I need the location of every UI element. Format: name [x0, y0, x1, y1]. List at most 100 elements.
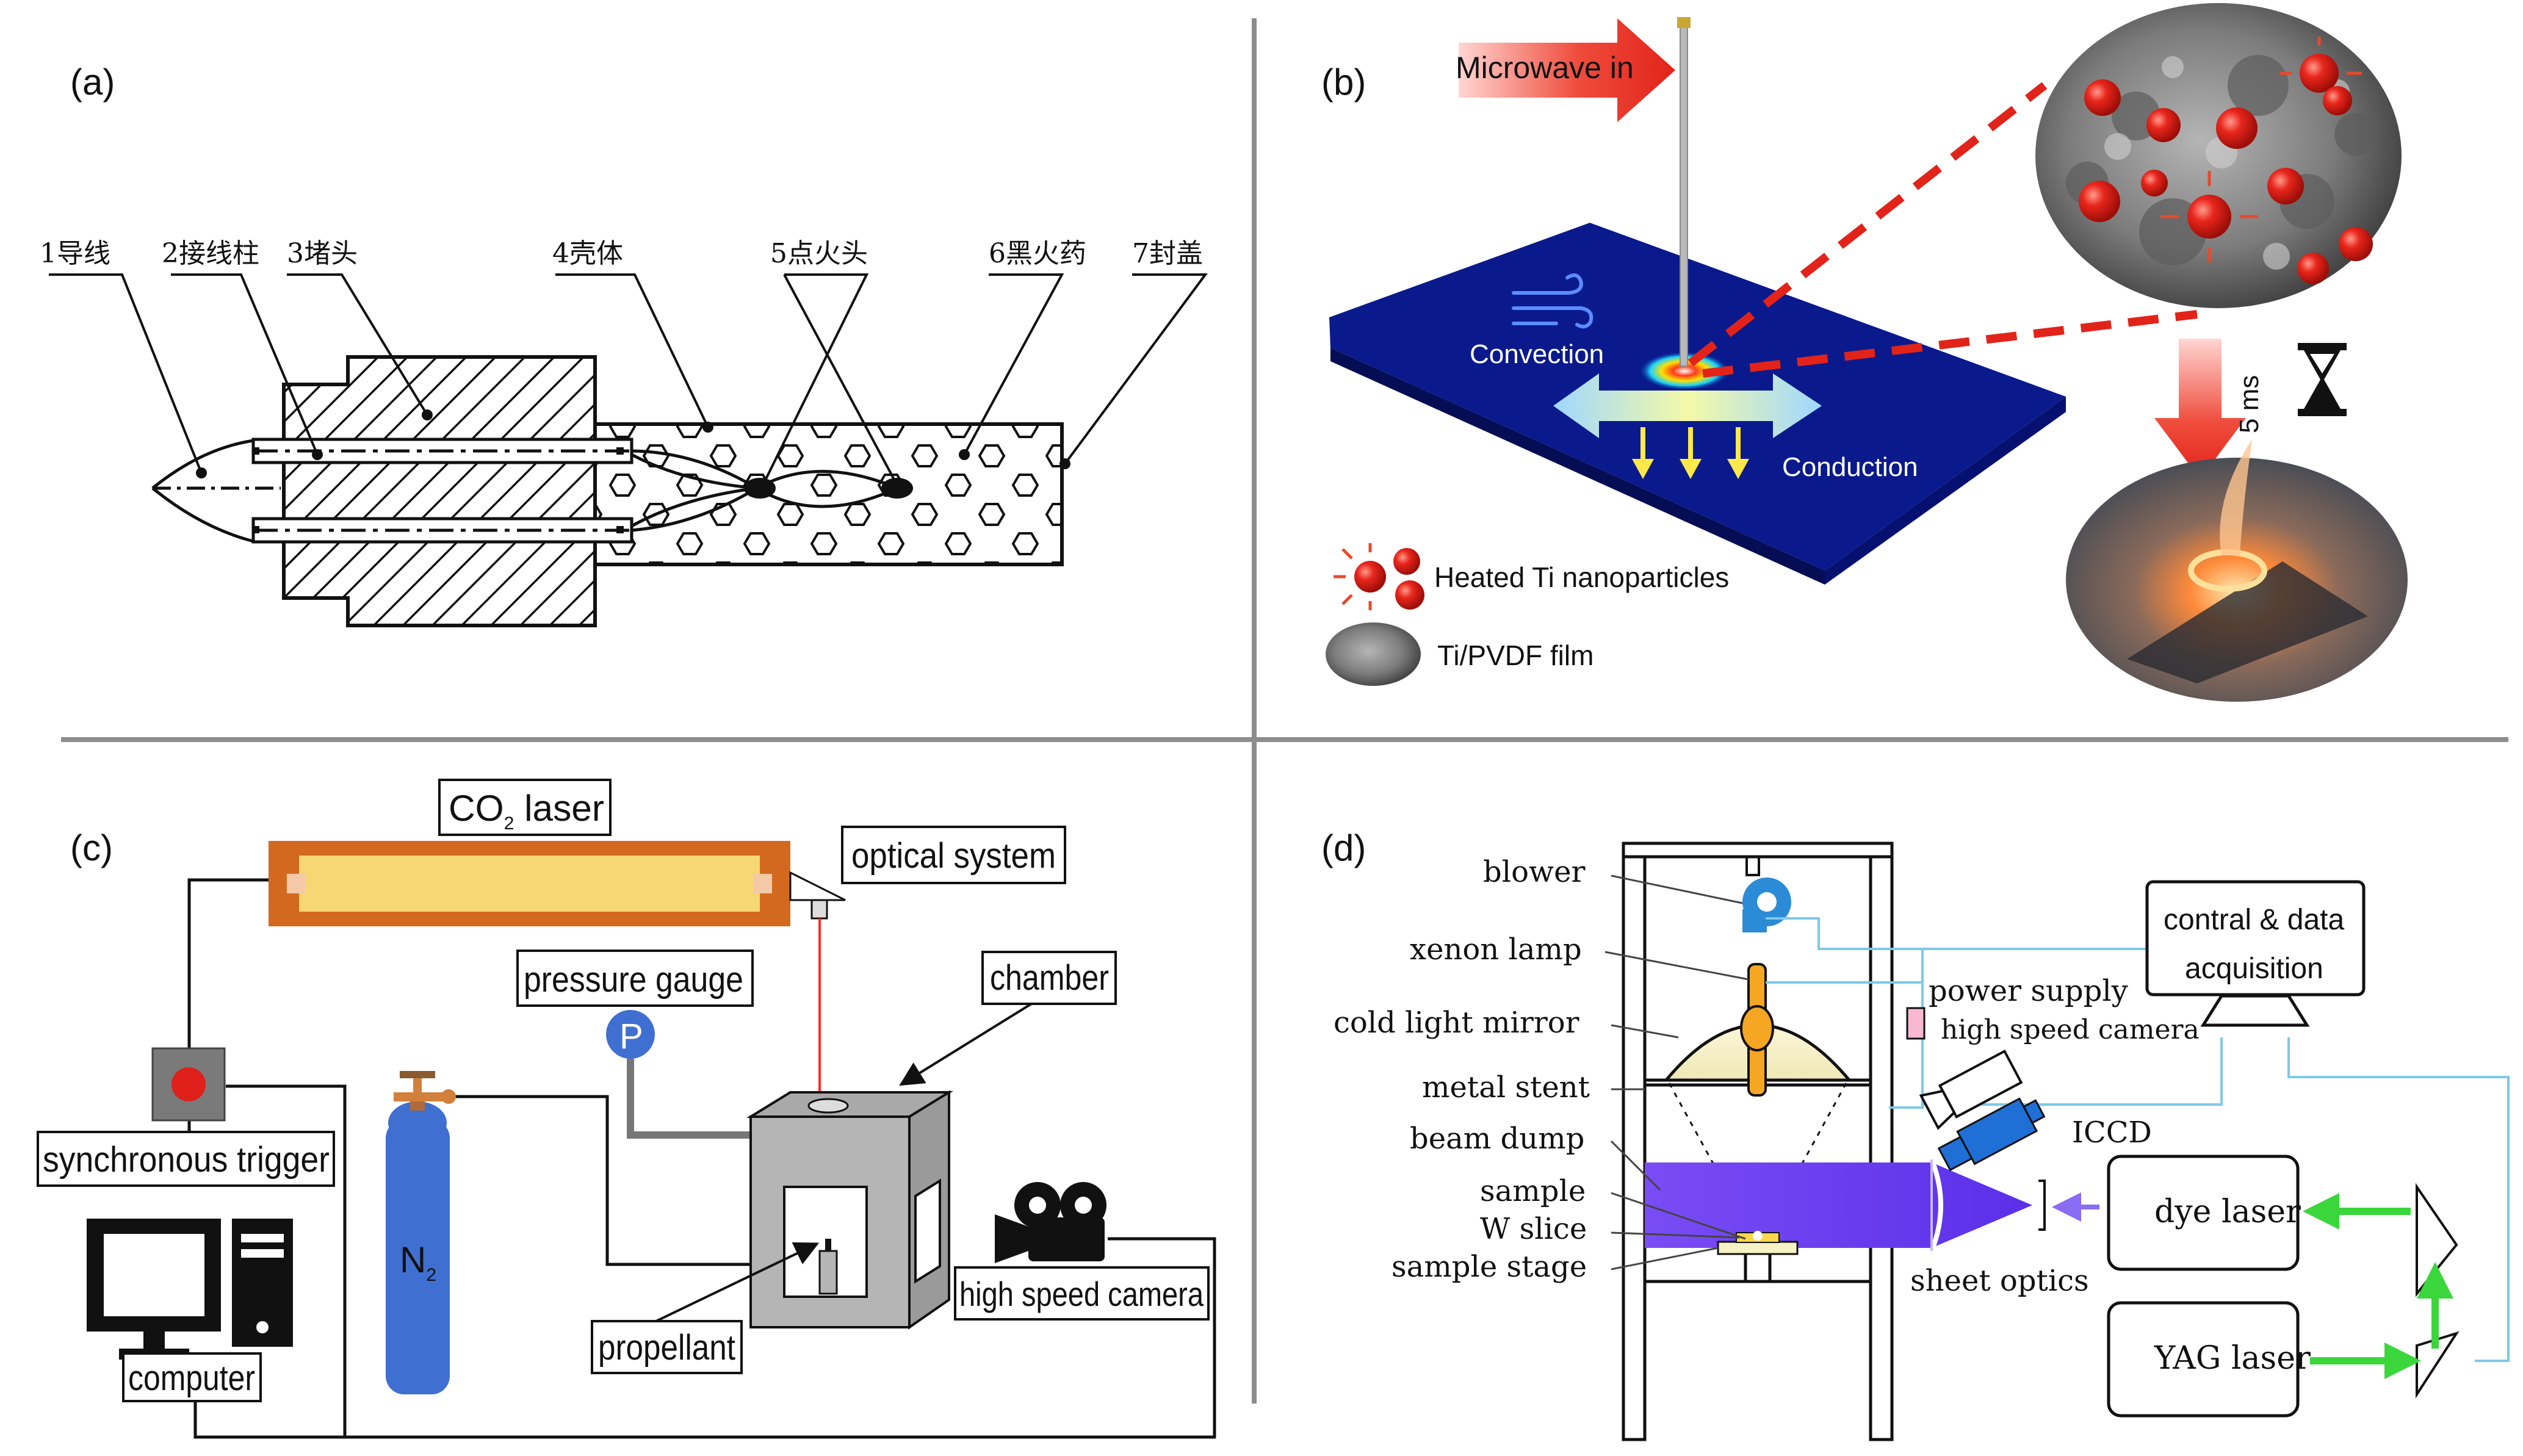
optical-system-label: optical system: [851, 836, 1056, 876]
computer-label-box: [122, 1352, 262, 1402]
camera-label: high speed camera: [959, 1275, 1204, 1313]
gauge-pipe: [627, 1059, 757, 1139]
chamber-label-box: [981, 951, 1117, 1005]
hsc-camera-icon: [1919, 1049, 2023, 1130]
plug-body: [282, 355, 597, 627]
panel-c: (c) CO2 laser optical system: [37, 779, 1216, 1439]
legend-heated-ti-icon: [1334, 543, 1424, 610]
camera-label-box: [954, 1266, 1210, 1321]
dye-laser-box: [2107, 1155, 2300, 1271]
hot-spot: [1639, 351, 1730, 391]
chamber-label: chamber: [990, 958, 1109, 998]
microwave-arrow: [1459, 18, 1675, 122]
sample-stage: [1717, 1241, 1799, 1255]
laser-sheet-beam: [1645, 1162, 2032, 1248]
panel-a-label: (a): [70, 62, 115, 103]
sem-image: [2035, 3, 2402, 308]
microwave-probe: [1680, 24, 1688, 367]
panel-d: (d): [1321, 827, 2510, 1441]
igniter-head-2: [881, 478, 913, 499]
propellant-sample: [818, 1250, 838, 1295]
leader-lines: [1604, 874, 1749, 1270]
legend-film-label: Ti/PVDF film: [1437, 640, 1594, 671]
label-cold-light-mirror: cold light mirror: [1334, 1006, 1579, 1040]
label-shell: 4壳体: [552, 238, 623, 269]
propellant-label-box: [591, 1320, 743, 1374]
heated-particles: [2079, 37, 2373, 284]
label-blower: blower: [1483, 855, 1585, 889]
gauge-symbol: P: [619, 1017, 643, 1056]
conduction-label: Conduction: [1782, 452, 1918, 482]
pressure-gauge-label: pressure gauge: [524, 960, 743, 1000]
iccd-label: ICCD: [2072, 1115, 2152, 1150]
downward-arrows: [1632, 427, 1749, 479]
zoom-line-lower: [1702, 310, 2198, 378]
camera-icon: [995, 1182, 1106, 1263]
signal-wires: [187, 878, 1216, 1439]
control-label-line1: contral & data: [2164, 904, 2344, 936]
optical-mirror: [789, 871, 846, 901]
trigger-label-box: [37, 1131, 335, 1187]
power-supply: [1906, 1007, 1926, 1040]
label-xenon-lamp: xenon lamp: [1410, 932, 1582, 967]
panel-d-label: (d): [1321, 827, 1366, 868]
time-label: 5 ms: [2234, 375, 2264, 433]
time-arrow: [2154, 339, 2246, 479]
hsc-label: high speed camera: [1941, 1014, 2200, 1045]
control-label-line2: acquisition: [2185, 953, 2323, 985]
callout-lines: [49, 273, 1208, 486]
monitor-stand: [2200, 994, 2310, 1027]
label-w-slice: W slice: [1480, 1212, 1587, 1246]
yag-laser-box: [2107, 1301, 2300, 1418]
label-sample-stage: sample stage: [1391, 1250, 1587, 1284]
left-labels: blower xenon lamp cold light mirror meta…: [1334, 855, 1590, 1284]
metal-frame: [1622, 842, 1894, 1441]
panel-a: (a): [40, 62, 1208, 627]
co2-laser-label: CO2 laser: [449, 788, 604, 834]
label-black-powder: 6黑火药: [989, 238, 1086, 269]
legend-heated-ti-label: Heated Ti nanoparticles: [1434, 561, 1729, 593]
hourglass-icon: [2298, 343, 2347, 416]
trigger-button-icon: [171, 1067, 206, 1101]
pressure-gauge-icon: [606, 1010, 655, 1059]
co2-laser-label-box: [438, 779, 612, 836]
label-beam-dump: beam dump: [1410, 1122, 1584, 1156]
igniter-head-1: [744, 478, 776, 499]
propellant-label: propellant: [598, 1328, 735, 1368]
n2-label: N2: [400, 1239, 436, 1285]
sheet-optics-lens: [1929, 1158, 1943, 1252]
panel-b: (b) Microwave in Convection Conduction: [1321, 3, 2408, 702]
wind-icon: [1512, 273, 1594, 329]
dye-laser-label: dye laser: [2154, 1194, 2301, 1230]
computer-label: computer: [128, 1358, 255, 1398]
power-supply-label: power supply: [1929, 974, 2128, 1008]
label-metal-stent: metal stent: [1422, 1070, 1590, 1105]
yag-laser-label: YAG laser: [2154, 1340, 2311, 1377]
blower-icon: [1742, 856, 1791, 932]
computer-icon: [87, 1219, 293, 1360]
conduction-double-arrow: [1553, 373, 1822, 438]
n2-cylinder: [386, 1120, 450, 1394]
green-beam-arrows: [2303, 1193, 2453, 1379]
trigger-label: synchronous trigger: [43, 1140, 330, 1180]
co2-laser-tube: [299, 856, 760, 912]
legend-film-icon: [1326, 622, 1421, 686]
panel-c-label: (c): [70, 827, 113, 868]
cylindrical-lens: [2038, 1180, 2046, 1231]
panel-b-label: (b): [1321, 62, 1366, 103]
sheet-optics-label: sheet optics: [1910, 1264, 2089, 1298]
label-lead-wire: 1导线: [40, 238, 110, 269]
combustion-photo: [2066, 458, 2408, 702]
iccd-icon: [1937, 1097, 2046, 1172]
shell-body: [593, 422, 1064, 566]
pressure-gauge-label-box: [516, 950, 754, 1007]
convection-label: Convection: [1470, 339, 1604, 369]
zoom-line-upper: [1687, 82, 2048, 367]
label-sample: sample: [1480, 1174, 1586, 1208]
label-igniter: 5点火头: [770, 238, 868, 269]
optical-system-label-box: [841, 826, 1066, 884]
label-terminal: 2接线柱: [162, 238, 259, 269]
label-cap: 7封盖: [1132, 238, 1203, 269]
label-plug: 3堵头: [287, 238, 358, 269]
